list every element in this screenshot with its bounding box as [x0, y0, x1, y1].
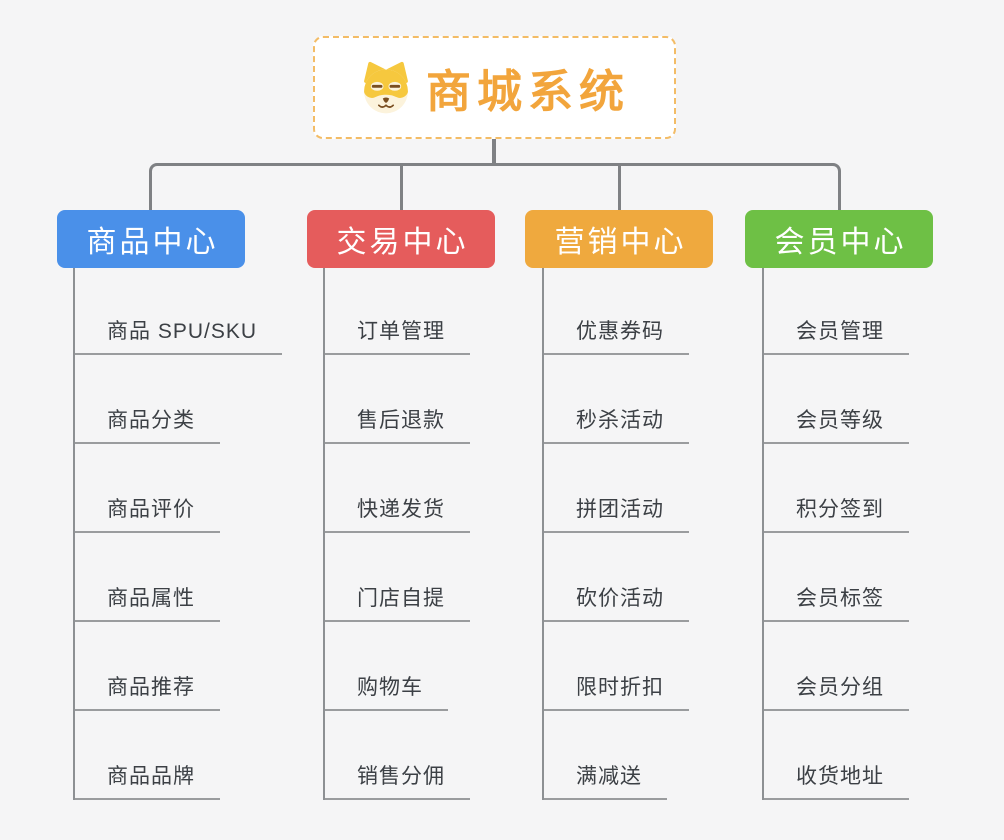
- topic-item[interactable]: 会员分组: [764, 673, 909, 711]
- branch-box-member-center[interactable]: 会员中心: [745, 210, 933, 268]
- topic-item[interactable]: 销售分佣: [325, 762, 470, 800]
- topic-item[interactable]: 优惠券码: [544, 317, 689, 355]
- branch-column-products: 商品 SPU/SKU 商品分类 商品评价 商品属性 商品推荐 商品品牌: [73, 268, 315, 800]
- topic-item[interactable]: 商品品牌: [75, 762, 220, 800]
- branch-label: 会员中心: [774, 226, 907, 259]
- topic-item[interactable]: 砍价活动: [544, 584, 689, 622]
- topic-item[interactable]: 门店自提: [325, 584, 470, 622]
- topic-item[interactable]: 售后退款: [325, 406, 470, 444]
- root-title: 商城系统: [425, 66, 630, 117]
- branch-box-marketing-center[interactable]: 营销中心: [525, 210, 713, 268]
- topic-item[interactable]: 积分签到: [764, 495, 909, 533]
- topic-item[interactable]: 订单管理: [325, 317, 470, 355]
- topic-item[interactable]: 购物车: [325, 673, 448, 711]
- topic-item[interactable]: 会员管理: [764, 317, 909, 355]
- connector-rail: [149, 163, 841, 210]
- branch-column-trade: 订单管理 售后退款 快递发货 门店自提 购物车 销售分佣: [323, 268, 565, 800]
- branch-box-trade-center[interactable]: 交易中心: [307, 210, 495, 268]
- branch-box-products-center[interactable]: 商品中心: [57, 210, 245, 268]
- topic-item[interactable]: 会员等级: [764, 406, 909, 444]
- topic-item[interactable]: 快递发货: [325, 495, 470, 533]
- topic-item[interactable]: 商品属性: [75, 584, 220, 622]
- root-connector-stem: [492, 139, 496, 165]
- dog-face-icon: [359, 61, 413, 115]
- topic-item[interactable]: 拼团活动: [544, 495, 689, 533]
- topic-item[interactable]: 商品评价: [75, 495, 220, 533]
- topic-item[interactable]: 商品分类: [75, 406, 220, 444]
- topic-item[interactable]: 秒杀活动: [544, 406, 689, 444]
- connector-drop-marketing: [618, 166, 621, 210]
- topic-item[interactable]: 限时折扣: [544, 673, 689, 711]
- topic-item[interactable]: 收货地址: [764, 762, 909, 800]
- topic-item[interactable]: 商品推荐: [75, 673, 220, 711]
- branch-column-marketing: 优惠券码 秒杀活动 拼团活动 砍价活动 限时折扣 满减送: [542, 268, 784, 800]
- topic-item[interactable]: 商品 SPU/SKU: [75, 317, 283, 355]
- branch-label: 交易中心: [336, 226, 469, 259]
- branch-label: 营销中心: [554, 226, 687, 259]
- branch-label: 商品中心: [86, 226, 219, 259]
- topic-item[interactable]: 会员标签: [764, 584, 909, 622]
- topic-item[interactable]: 满减送: [544, 762, 667, 800]
- connector-drop-trade: [400, 166, 403, 210]
- branch-column-members: 会员管理 会员等级 积分签到 会员标签 会员分组 收货地址: [762, 268, 1004, 800]
- root-node[interactable]: 商城系统: [313, 36, 676, 139]
